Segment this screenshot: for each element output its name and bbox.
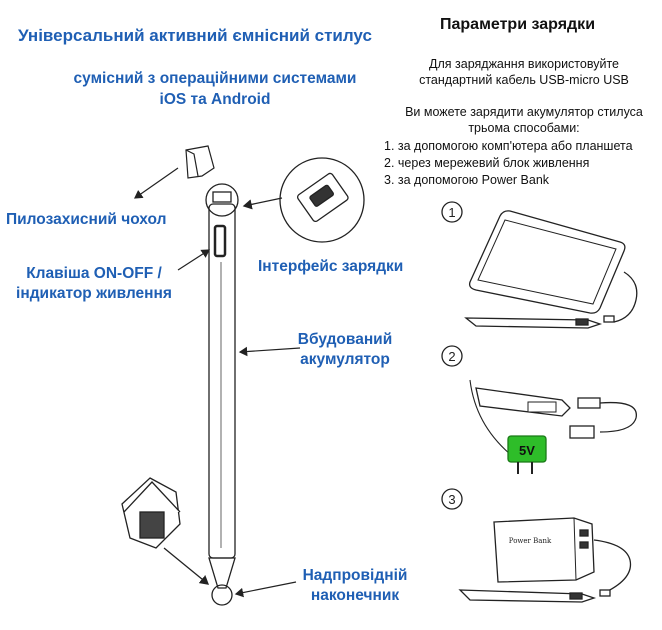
power-adapter-icon <box>507 435 547 463</box>
ways-note-line-1: Ви можете зарядити акумулятор стилуса <box>405 105 643 119</box>
step-1-stylus-icon <box>464 317 603 329</box>
step-3-stylus-icon <box>458 589 597 603</box>
stylus-top <box>212 191 232 203</box>
step-2-illustration: 2 5V <box>441 345 637 474</box>
tip-detail-arrow <box>163 547 210 585</box>
tip-circle <box>211 584 233 606</box>
battery-arrow <box>238 346 301 357</box>
step-3-cable <box>593 539 632 593</box>
step-2-cable <box>599 401 637 433</box>
label-battery-line-2: акумулятор <box>300 351 390 368</box>
step-1-stylus-port <box>575 318 589 326</box>
tablet-screen <box>477 219 617 305</box>
cap-arrow <box>134 167 179 199</box>
button-arrow <box>177 249 211 271</box>
ways-note-line-2: трьома способами: <box>468 121 580 135</box>
step-2-circle <box>441 345 463 367</box>
label-dust-cap: Пилозахисний чохол <box>6 211 167 228</box>
stylus-drawing <box>205 183 239 606</box>
label-battery: Вбудований акумулятор <box>290 330 400 370</box>
micro-usb-plug <box>577 397 601 409</box>
interface-callout <box>242 157 365 243</box>
cable-note: Для заряджання використовуйте стандартни… <box>398 56 650 88</box>
step-1-circle <box>441 201 463 223</box>
power-button-icon <box>213 224 227 258</box>
step-3-illustration: 3 Power Bank <box>441 488 632 603</box>
tablet-icon <box>468 210 626 314</box>
step-3-cable-plug <box>599 589 611 597</box>
tablet-cable <box>613 271 638 323</box>
step-3-stylus-port <box>569 592 583 600</box>
method-item: 3. за допомогою Power Bank <box>384 173 550 187</box>
cap-fold <box>185 149 199 177</box>
power-bank-icon <box>493 517 595 583</box>
label-power-button: Клавіша ON-OFF / індикатор живлення <box>14 264 174 304</box>
compatibility-line-1: сумісний з операційними системами <box>73 70 357 87</box>
label-tip-line-1: Надпровідній <box>302 567 408 584</box>
micro-usb-socket <box>309 184 334 207</box>
interface-arrow <box>242 197 283 210</box>
step-1-illustration: 1 <box>441 201 638 329</box>
power-bank-port <box>579 529 589 537</box>
label-battery-line-1: Вбудований <box>297 331 393 348</box>
conductive-tip-icon <box>139 511 165 539</box>
cable-note-line-2: стандартний кабель USB-micro USB <box>419 73 629 87</box>
charging-methods-list: 1. за допомогою комп'ютера або планшета … <box>384 138 633 189</box>
step-1-number: 1 <box>448 205 455 220</box>
label-tip-line-2: наконечник <box>310 587 400 604</box>
step-3-number: 3 <box>448 492 455 507</box>
label-power-button-line-1: Клавіша ON-OFF / <box>26 265 162 282</box>
step-2-stylus-port <box>527 401 557 413</box>
tip-callout <box>121 477 210 585</box>
tip-arrow <box>234 581 297 598</box>
page-title: Універсальний активний ємнісний стилус <box>18 26 372 45</box>
power-bank-label: Power Bank <box>509 537 552 545</box>
cap-detail-circle <box>205 183 239 217</box>
compatibility-line-2: iOS та Android <box>159 91 271 108</box>
step-3-circle <box>441 488 463 510</box>
cable-note-line-1: Для заряджання використовуйте <box>429 57 619 71</box>
label-power-button-line-2: індикатор живлення <box>16 285 172 302</box>
ways-note: Ви можете зарядити акумулятор стилуса тр… <box>392 104 656 136</box>
charging-title: Параметри зарядки <box>440 16 596 33</box>
label-tip: Надпровідній наконечник <box>292 566 418 606</box>
cap-icon <box>185 145 215 179</box>
usb-a-plug <box>569 425 595 439</box>
compatibility-text: сумісний з операційними системами iOS та… <box>60 68 370 110</box>
power-bank-edge <box>573 517 577 581</box>
cap-callout <box>134 145 215 199</box>
tip-cone-icon <box>123 481 181 513</box>
stylus-cone <box>208 557 236 589</box>
step-2-number: 2 <box>448 349 455 364</box>
adapter-label: 5V <box>519 443 535 458</box>
tablet-cable-plug <box>603 315 615 323</box>
power-bank-port <box>579 541 589 549</box>
label-charging-interface: Інтерфейс зарядки <box>258 258 404 275</box>
method-item: 1. за допомогою комп'ютера або планшета <box>384 139 633 153</box>
method-item: 2. через мережевий блок живлення <box>384 156 590 170</box>
